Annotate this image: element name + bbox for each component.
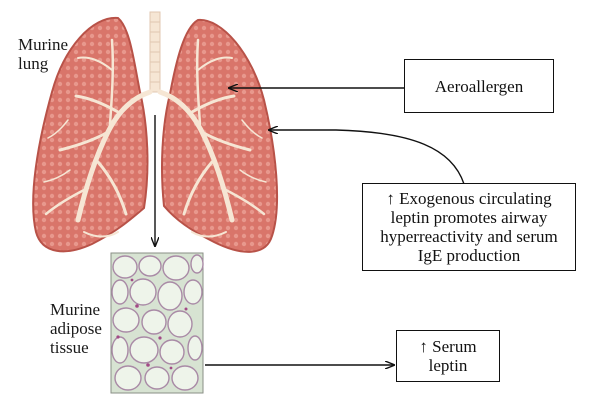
lung-label: Murine lung [18,35,68,73]
arrow-leptin-to-lung [269,130,465,185]
leptin-effect-line: hyperreactivity and serum [380,227,558,246]
serum-leptin-line: leptin [428,356,468,375]
serum-leptin-box: ↑ Serum leptin [396,330,500,382]
adipose-label-line: adipose [50,319,102,338]
aeroallergen-box: Aeroallergen [404,59,554,113]
adipose-label-line: tissue [50,338,89,357]
trachea [149,11,161,93]
aeroallergen-text: Aeroallergen [434,76,524,96]
leptin-effect-line: leptin promotes airway [390,208,548,227]
lung-label-line: Murine [18,35,69,54]
left-lung [32,16,153,253]
adipose-label-line: Murine [50,300,101,319]
adipose-label: Murine adipose tissue [50,300,102,357]
leptin-effect-box: ↑ Exogenous circulating leptin promotes … [362,183,576,271]
leptin-effect-line: IgE production [417,246,521,265]
right-lung [157,18,279,253]
leptin-effect-line: ↑ Exogenous circulating [386,189,552,208]
lung-label-line: lung [18,54,49,73]
adipose-tissue-image [110,252,204,394]
serum-leptin-line: ↑ Serum [419,337,477,356]
